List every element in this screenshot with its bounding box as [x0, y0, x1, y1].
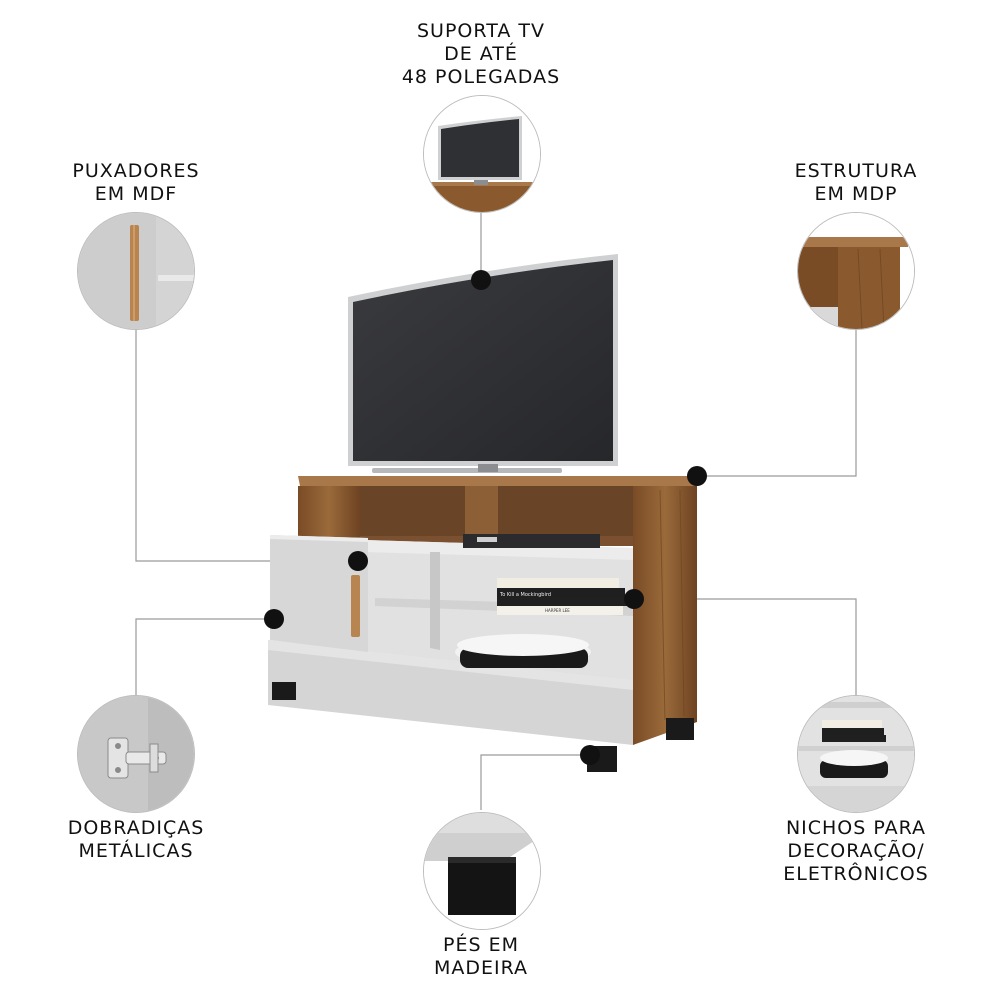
hinges-line-1: DOBRADIÇAS	[67, 817, 205, 839]
book-spine-title: To Kill a Mockingbird	[499, 592, 551, 598]
callout-dot-hinges	[264, 609, 284, 629]
handles-line-2: EM MDF	[94, 183, 178, 205]
niches-line-3: ELETRÔNICOS	[783, 863, 929, 885]
callout-dot-structure	[687, 466, 707, 486]
hinges-line-2: METÁLICAS	[78, 840, 194, 862]
callout-dot-niches	[624, 589, 644, 609]
callout-dot-tv	[471, 270, 491, 290]
feet-line-1: PÉS EM	[443, 934, 519, 956]
structure-line-1: ESTRUTURA	[794, 160, 918, 182]
niches-detail-circle	[797, 695, 915, 813]
callout-dot-handles	[348, 551, 368, 571]
feet-line-2: MADEIRA	[433, 957, 529, 979]
tv	[348, 254, 618, 473]
tv-detail-circle	[423, 95, 541, 213]
feet-label: PÉS EM MADEIRA	[401, 934, 561, 980]
niches-label: NICHOS PARA DECORAÇÃO/ ELETRÔNICOS	[766, 817, 946, 886]
structure-detail-circle	[797, 212, 915, 330]
callout-dots	[264, 270, 707, 765]
tv-stand	[268, 476, 697, 772]
handles-label: PUXADORES EM MDF	[56, 160, 216, 206]
tv-support-label: SUPORTA TV DE ATÉ 48 POLEGADAS	[381, 20, 581, 89]
tv-support-line-3: 48 POLEGADAS	[401, 66, 561, 88]
niches-line-1: NICHOS PARA	[785, 817, 927, 839]
callout-dot-feet	[580, 745, 600, 765]
hinges-label: DOBRADIÇAS METÁLICAS	[46, 817, 226, 863]
structure-label: ESTRUTURA EM MDP	[776, 160, 936, 206]
tv-support-line-1: SUPORTA TV	[417, 20, 545, 42]
structure-line-2: EM MDP	[814, 183, 898, 205]
tv-support-line-2: DE ATÉ	[444, 43, 518, 65]
feet-detail-circle	[423, 812, 541, 930]
niches-line-2: DECORAÇÃO/	[787, 840, 925, 862]
handles-detail-circle	[77, 212, 195, 330]
book-spine-author: HARPER LEE	[545, 608, 570, 613]
handles-line-1: PUXADORES	[72, 160, 200, 182]
hinges-detail-circle	[77, 695, 195, 813]
